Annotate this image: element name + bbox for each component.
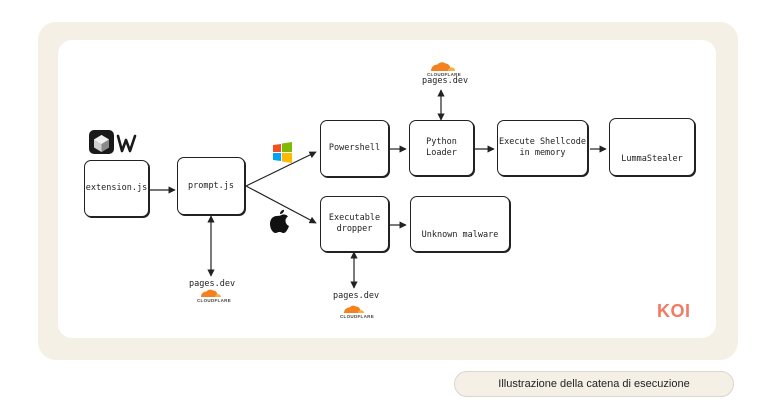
cloudflare-icon	[431, 62, 455, 71]
windsurf-icon	[116, 134, 137, 153]
node-label: Unknown malware	[421, 230, 499, 241]
node-extension-js: extension.js	[84, 160, 149, 217]
cloudflare-icon	[201, 289, 221, 297]
node-label: in memory	[519, 148, 566, 158]
node-label: Powershell	[328, 143, 381, 154]
node-python-loader: Python Loader	[409, 120, 474, 176]
cloudflare-logo-text: CLOUDFLARE	[197, 298, 231, 303]
node-execute-shellcode: Execute Shellcode in memory	[497, 120, 588, 176]
node-label: prompt.js	[187, 180, 235, 191]
windows-icon	[273, 142, 292, 163]
node-lummastealer: LummaStealer	[609, 118, 695, 176]
node-label: Loader	[426, 148, 457, 158]
caption: Illustrazione della catena di esecuzione	[454, 371, 734, 397]
apple-icon	[270, 209, 289, 233]
arrow-prompt-dropper	[245, 185, 317, 224]
koi-logo: KOI	[657, 301, 691, 321]
node-label: Python	[426, 137, 457, 148]
node-label: extension.js	[85, 183, 148, 194]
node-executable-dropper: Executable dropper	[320, 196, 389, 252]
endpoint-label: pages.dev	[189, 279, 236, 289]
node-prompt-js: prompt.js	[177, 157, 245, 215]
node-label: Executable	[328, 213, 381, 224]
cloudflare-logo-text: CLOUDFLARE	[427, 72, 461, 77]
cloudflare-icon	[344, 305, 364, 313]
diagram-card	[58, 40, 716, 338]
endpoint-label: pages.dev	[422, 76, 469, 86]
node-unknown-malware: Unknown malware	[410, 196, 510, 252]
endpoint-label: pages.dev	[333, 291, 380, 301]
node-label: Execute Shellcode	[499, 137, 586, 148]
cloudflare-logo-text: CLOUDFLARE	[340, 314, 374, 319]
cursor-cube-icon	[89, 130, 114, 154]
arrow-prompt-powershell	[245, 151, 317, 187]
node-powershell: Powershell	[320, 120, 389, 177]
node-label: dropper	[336, 224, 373, 234]
node-label: LummaStealer	[621, 154, 683, 165]
